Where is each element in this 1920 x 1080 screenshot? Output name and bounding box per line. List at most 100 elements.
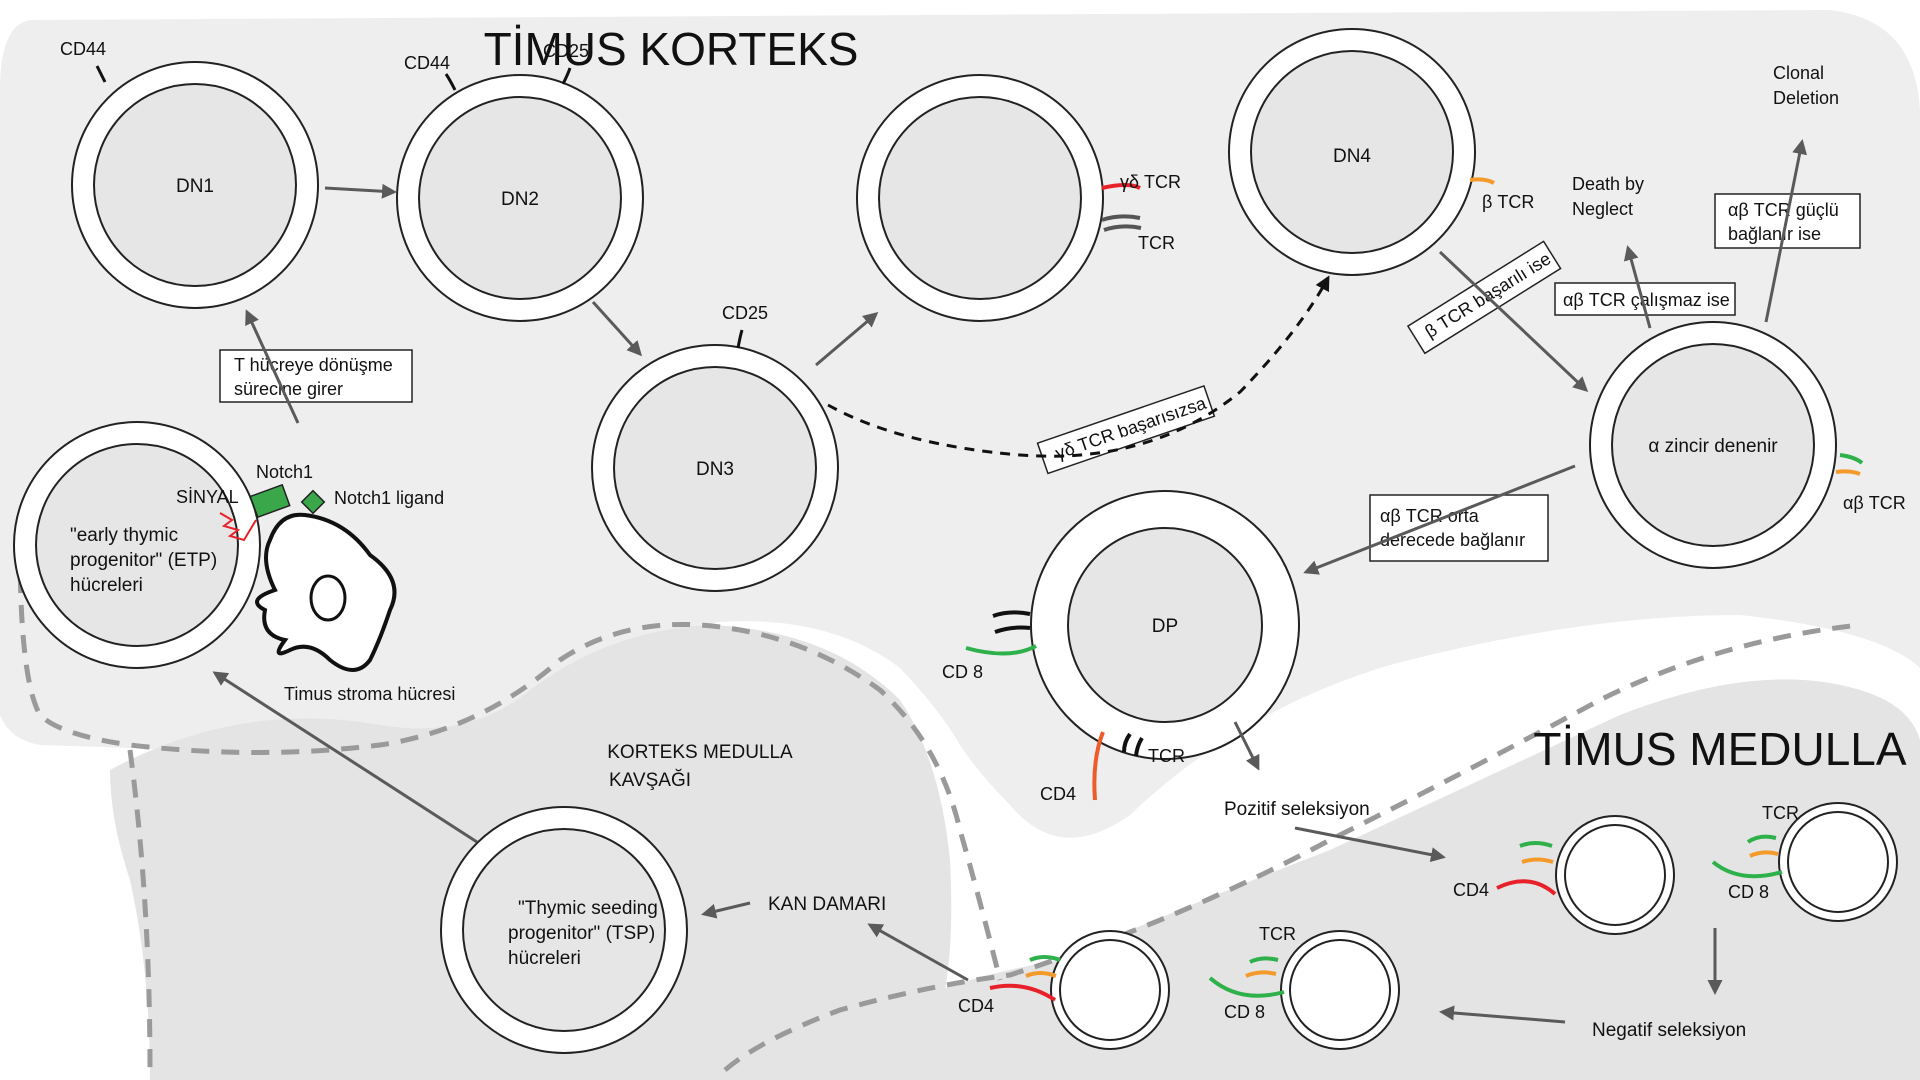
dn3-cd25-label: CD25 bbox=[722, 303, 768, 323]
dn1-cd44-label: CD44 bbox=[60, 39, 106, 59]
dp-markers: CD 8 TCR CD4 bbox=[942, 610, 1185, 804]
tsp-label-line3: hücreleri bbox=[508, 948, 581, 969]
notch1-ligand-shape bbox=[300, 489, 326, 515]
medulla-cd4-bottom-markers: CD4 bbox=[958, 955, 1061, 1016]
medulla-cd8-top-tcr-label: TCR bbox=[1762, 803, 1799, 823]
arrow-tsp-to-etp bbox=[212, 671, 478, 844]
ab-nonfunctional-text: αβ TCR çalışmaz ise bbox=[1563, 290, 1730, 310]
dp-tcr-label: TCR bbox=[1148, 746, 1185, 766]
arrow-alpha-to-dp bbox=[1303, 464, 1576, 575]
t-cell-line2: sürecine girer bbox=[234, 379, 343, 399]
medulla-title: TİMUS MEDULLA bbox=[1533, 723, 1906, 775]
clonal-line1: Clonal bbox=[1773, 63, 1824, 83]
left-boundary-dashed bbox=[127, 749, 153, 1071]
blood-vessel-label: KAN DAMARI bbox=[768, 894, 886, 915]
junction-title-line1: KORTEKS MEDULLA bbox=[607, 742, 793, 763]
box-ab-moderate: αβ TCR orta derecede bağlanır bbox=[1369, 494, 1549, 562]
cell-dn1: DN1 bbox=[71, 61, 319, 309]
medulla-cd8-top-label: CD 8 bbox=[1728, 882, 1769, 902]
dn2-cd25-label: CD25 bbox=[543, 41, 589, 61]
arrow-positive-to-medulla bbox=[1294, 826, 1446, 863]
dn1-cd44-marker: CD44 bbox=[60, 39, 107, 83]
dn3-label: DN3 bbox=[696, 459, 734, 480]
dn2-cd44-label: CD44 bbox=[404, 53, 450, 73]
cell-medulla-cd8-top bbox=[1778, 802, 1898, 922]
medulla-cd4-top-label: CD4 bbox=[1453, 880, 1489, 900]
arrow-dn3-to-gd bbox=[815, 312, 879, 367]
stroma-label: Timus stroma hücresi bbox=[284, 684, 455, 704]
arrow-blood-to-tsp bbox=[701, 901, 751, 919]
cell-dp: DP bbox=[1030, 490, 1300, 760]
ab-strong-line1: αβ TCR güçlü bbox=[1728, 200, 1839, 220]
cell-dn3: DN3 bbox=[591, 344, 839, 592]
arrow-dn1-to-dn2 bbox=[324, 183, 397, 199]
medulla-cd8-bottom-tcr-label: TCR bbox=[1259, 924, 1296, 944]
junction-boundary-dashed bbox=[17, 544, 1003, 981]
medulla-cd8-bottom-markers: TCR CD 8 bbox=[1208, 924, 1296, 1022]
notch1-label: Notch1 bbox=[256, 462, 313, 482]
cell-alpha-chain: α zincir denenir bbox=[1589, 321, 1837, 569]
cell-dn4: DN4 bbox=[1228, 28, 1476, 276]
arrow-negative-to-cd8 bbox=[1439, 1005, 1566, 1024]
medulla-cd4-bottom-label: CD4 bbox=[958, 996, 994, 1016]
dn2-label: DN2 bbox=[501, 189, 539, 210]
box-t-cell-transition: T hücreye dönüşme sürecine girer bbox=[219, 349, 413, 403]
etp-label-line3: hücreleri bbox=[70, 575, 143, 596]
medulla-cd4-top-markers: CD4 bbox=[1453, 841, 1557, 900]
stroma-cell: Timus stroma hücresi bbox=[255, 512, 455, 704]
ab-strong-line2: bağlanır ise bbox=[1728, 224, 1821, 244]
negative-selection-label: Negatif seleksiyon bbox=[1592, 1020, 1746, 1041]
medulla-boundary-dashed bbox=[723, 622, 1861, 1072]
alpha-chain-ab-tcr-label: αβ TCR bbox=[1843, 493, 1906, 513]
dn2-cd44-marker: CD44 bbox=[404, 53, 457, 91]
flow-arrows bbox=[212, 139, 1808, 1024]
neglect-line1: Death by bbox=[1572, 174, 1644, 194]
arrow-dp-to-positive bbox=[1233, 721, 1260, 771]
medulla-cd8-top-markers: TCR CD 8 bbox=[1711, 803, 1799, 902]
t-cell-line1: T hücreye dönüşme bbox=[234, 355, 393, 375]
ab-moderate-line2: derecede bağlanır bbox=[1380, 530, 1525, 550]
cell-etp: "early thymic progenitor" (ETP) hücreler… bbox=[13, 421, 261, 669]
cell-medulla-cd4-bottom bbox=[1050, 930, 1170, 1050]
junction-title-line2: KAVŞAĞI bbox=[609, 769, 691, 791]
positive-selection-label: Pozitif seleksiyon bbox=[1224, 799, 1370, 820]
arrow-alpha-to-clonal bbox=[1764, 139, 1808, 323]
tsp-label-line1: "Thymic seeding bbox=[518, 898, 658, 919]
neglect-line2: Neglect bbox=[1572, 199, 1633, 219]
cell-gd-tcr bbox=[856, 74, 1104, 322]
cortex-title: TİMUS KORTEKS bbox=[484, 23, 859, 75]
alpha-chain-ab-tcr-markers: αβ TCR bbox=[1835, 453, 1906, 513]
notch1-receptor bbox=[249, 483, 291, 519]
arrow-alpha-to-neglect bbox=[1623, 245, 1652, 329]
dn1-label: DN1 bbox=[176, 176, 214, 197]
notch1-ligand-label: Notch1 ligand bbox=[334, 488, 444, 508]
ab-moderate-line1: αβ TCR orta bbox=[1380, 506, 1480, 526]
dp-label: DP bbox=[1152, 616, 1178, 637]
gd-tcr-label: γδ TCR bbox=[1120, 172, 1181, 192]
cell-tsp: "Thymic seeding progenitor" (TSP) hücrel… bbox=[440, 806, 688, 1054]
dn4-b-tcr-marker: β TCR bbox=[1469, 177, 1534, 212]
tcr-label-gd-cell: TCR bbox=[1138, 233, 1175, 253]
arrow-dn2-to-dn3 bbox=[591, 300, 643, 357]
signal-zigzag bbox=[219, 512, 257, 542]
arrow-etp-to-dn1 bbox=[245, 309, 300, 424]
alpha-chain-label: α zincir denenir bbox=[1648, 436, 1778, 457]
cell-medulla-cd4-top bbox=[1555, 815, 1675, 935]
arrow-cd4-to-blood bbox=[867, 923, 969, 982]
etp-label-line1: "early thymic bbox=[70, 525, 178, 546]
dp-cd4-label: CD4 bbox=[1040, 784, 1076, 804]
tsp-label-line2: progenitor" (TSP) bbox=[508, 923, 655, 944]
arrow-dn4-to-alpha bbox=[1438, 250, 1589, 393]
medulla-cd8-bottom-label: CD 8 bbox=[1224, 1002, 1265, 1022]
arrow-dn3-to-dn4-dashed bbox=[827, 275, 1330, 458]
gd-tcr-markers: γδ TCR TCR bbox=[1101, 172, 1181, 253]
cell-medulla-cd8-bottom bbox=[1280, 930, 1400, 1050]
dn2-cd25-marker: CD25 bbox=[543, 41, 589, 85]
cell-dn2: DN2 bbox=[396, 74, 644, 322]
notch-signaling: SİNYAL Notch1 Notch1 ligand bbox=[176, 462, 444, 542]
clonal-line2: Deletion bbox=[1773, 88, 1839, 108]
etp-label-line2: progenitor" (ETP) bbox=[70, 550, 217, 571]
dn4-b-tcr-label: β TCR bbox=[1482, 192, 1534, 212]
dn4-label: DN4 bbox=[1333, 146, 1371, 167]
